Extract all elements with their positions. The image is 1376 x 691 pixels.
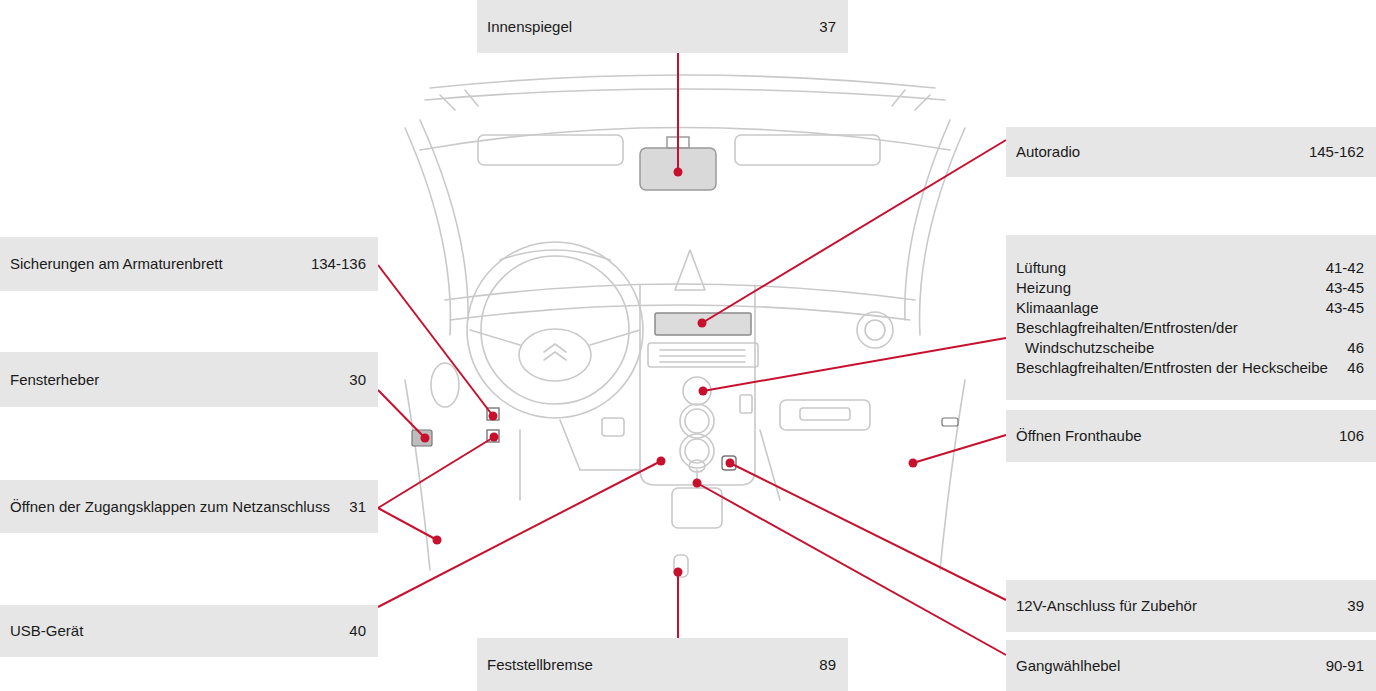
- item-label: Lüftung: [1016, 258, 1312, 278]
- leader-lines: [378, 53, 1006, 655]
- page-number: 31: [349, 497, 366, 517]
- page-number: 46: [1347, 358, 1364, 378]
- entry-row: Innenspiegel 37: [487, 17, 836, 37]
- radio-display: [655, 313, 751, 335]
- entry-row: Sicherungen am Armaturenbrett 134-136: [10, 254, 366, 274]
- page-number: 46: [1347, 338, 1364, 358]
- page-number: 43-45: [1326, 278, 1364, 298]
- page-number: 43-45: [1326, 298, 1364, 318]
- item-label: Beschlagfreihalten/Entfrosten der Hecksc…: [1016, 358, 1333, 378]
- label-box: Sicherungen am Armaturenbrett 134-136: [0, 237, 378, 291]
- page-number: 40: [349, 621, 366, 641]
- item-label: Öffnen der Zugangsklappen zum Netzanschl…: [10, 497, 335, 517]
- item-label: Feststellbremse: [487, 655, 805, 675]
- item-label: Beschlagfreihalten/Entfrosten/der Windsc…: [1016, 318, 1333, 358]
- page-number: 89: [819, 655, 836, 675]
- item-label: Sicherungen am Armaturenbrett: [10, 254, 297, 274]
- label-box: USB-Gerät 40: [0, 605, 378, 657]
- item-label: Gangwählhebel: [1016, 656, 1312, 676]
- label-box: Autoradio 145-162: [1006, 127, 1376, 177]
- entry-row: Fensterheber 30: [10, 370, 366, 390]
- page-number: 41-42: [1326, 258, 1364, 278]
- entry-row: Feststellbremse 89: [487, 655, 836, 675]
- label-box: Feststellbremse 89: [477, 638, 848, 691]
- entry-row: Lüftung 41-42: [1016, 258, 1364, 278]
- entry-row: Heizung 43-45: [1016, 278, 1364, 298]
- entry-row: Klimaanlage 43-45: [1016, 298, 1364, 318]
- label-box: Öffnen der Zugangsklappen zum Netzanschl…: [0, 480, 378, 533]
- item-label: 12V-Anschluss für Zubehör: [1016, 596, 1333, 616]
- entry-row: USB-Gerät 40: [10, 621, 366, 641]
- label-box: Öffnen Fronthaube 106: [1006, 410, 1376, 462]
- item-label: Öffnen Fronthaube: [1016, 426, 1325, 446]
- item-label: Heizung: [1016, 278, 1312, 298]
- page-number: 37: [819, 17, 836, 37]
- page-number: 145-162: [1309, 142, 1364, 162]
- label-box: Lüftung41-42Heizung43-45Klimaanlage43-45…: [1006, 235, 1376, 400]
- item-label: USB-Gerät: [10, 621, 335, 641]
- item-label: Autoradio: [1016, 142, 1295, 162]
- entry-row: Autoradio 145-162: [1016, 142, 1364, 162]
- label-box: Innenspiegel 37: [477, 0, 848, 53]
- entry-row: Beschlagfreihalten/Entfrosten der Hecksc…: [1016, 358, 1364, 378]
- item-label: Fensterheber: [10, 370, 335, 390]
- item-label: Klimaanlage: [1016, 298, 1312, 318]
- entry-row: Öffnen Fronthaube 106: [1016, 426, 1364, 446]
- entry-row: Gangwählhebel 90-91: [1016, 656, 1364, 676]
- page-number: 134-136: [311, 254, 366, 274]
- label-box: Fensterheber 30: [0, 352, 378, 407]
- item-label: Innenspiegel: [487, 17, 805, 37]
- label-box: 12V-Anschluss für Zubehör 39: [1006, 580, 1376, 632]
- page-number: 106: [1339, 426, 1364, 446]
- entry-row: Öffnen der Zugangsklappen zum Netzanschl…: [10, 497, 366, 517]
- page-number: 30: [349, 370, 366, 390]
- entry-row: 12V-Anschluss für Zubehör 39: [1016, 596, 1364, 616]
- label-box: Gangwählhebel 90-91: [1006, 640, 1376, 691]
- callout-dots: [421, 168, 918, 577]
- entry-row: Beschlagfreihalten/Entfrosten/der Windsc…: [1016, 318, 1364, 358]
- page-number: 39: [1347, 596, 1364, 616]
- page-number: 90-91: [1326, 656, 1364, 676]
